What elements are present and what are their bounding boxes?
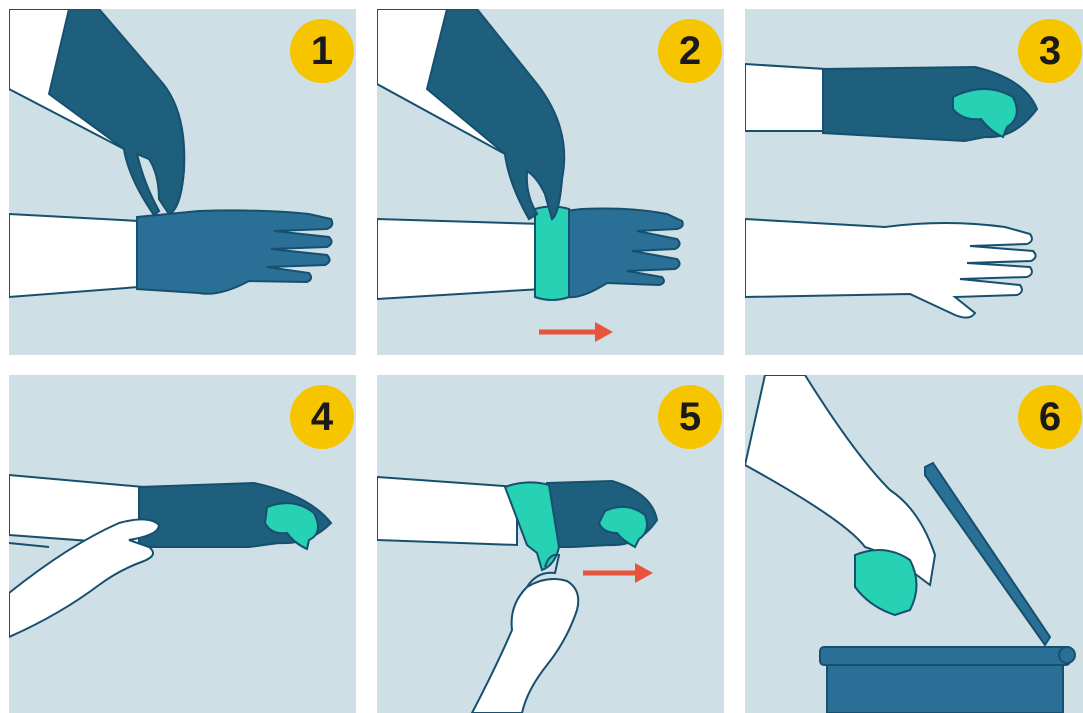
step-number-badge: 4 bbox=[290, 385, 354, 449]
step-number-badge: 5 bbox=[658, 385, 722, 449]
right-arrow-icon bbox=[539, 322, 613, 342]
step-number-badge: 3 bbox=[1018, 19, 1082, 83]
step-5-panel: 5 bbox=[377, 375, 724, 713]
right-arrow-icon bbox=[583, 563, 653, 583]
step-number-badge: 6 bbox=[1018, 385, 1082, 449]
step-2-panel: 2 bbox=[377, 9, 724, 355]
step-6-panel: 6 bbox=[745, 375, 1083, 713]
step-3-panel: 3 bbox=[745, 9, 1083, 355]
trash-bin-icon bbox=[820, 647, 1075, 713]
step-number-badge: 1 bbox=[290, 19, 354, 83]
step-1-panel: 1 bbox=[9, 9, 356, 355]
step-4-panel: 4 bbox=[9, 375, 356, 713]
step-number-badge: 2 bbox=[658, 19, 722, 83]
